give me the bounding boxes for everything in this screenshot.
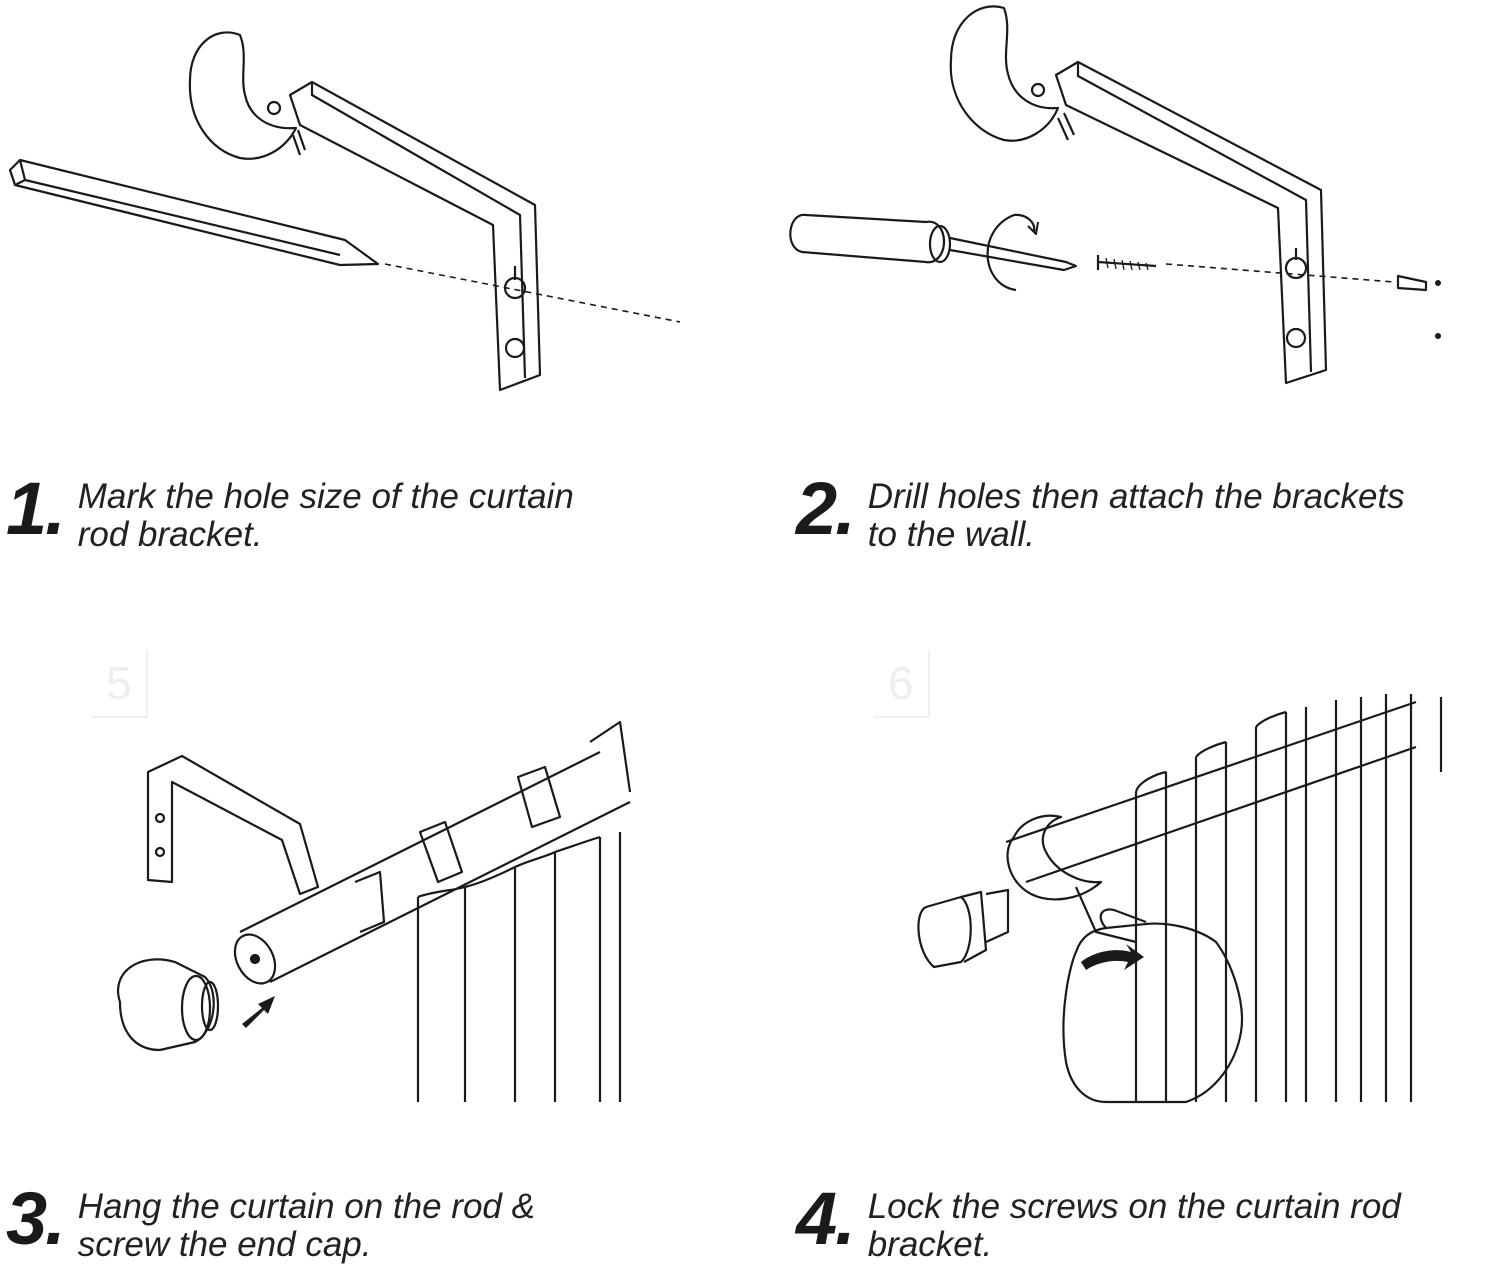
curtain-panel (416, 832, 622, 1102)
rod-end (233, 933, 277, 985)
step-4-caption: 4. Lock the screws on the curtain rod br… (796, 1182, 1401, 1264)
ghost-label: 5 (92, 650, 148, 718)
panel-step-4: 6 4. Lock the screws on the curtain rod … (746, 632, 1492, 1264)
rotation-arrow (986, 213, 1036, 292)
drill-mark (1435, 280, 1441, 286)
curtain-rod (239, 751, 631, 983)
step-number: 2. (796, 467, 856, 550)
alignment-line (1165, 263, 1395, 283)
insert-arrow (242, 996, 275, 1028)
curtain-tab (418, 820, 464, 884)
rotate-arrow-icon (1081, 944, 1144, 970)
bracket-arm (1054, 60, 1328, 385)
step-text: Hang the curtain on the rod & screw the … (77, 1187, 535, 1264)
step-2-caption: 2. Drill holes then attach the brackets … (796, 472, 1405, 554)
illustration-lock-screws (917, 694, 1443, 1104)
curtain-rod (1005, 700, 1417, 884)
illustration-attach-bracket (789, 5, 1441, 385)
step-text: Drill holes then attach the brackets to … (867, 477, 1405, 554)
pencil-icon (8, 158, 380, 267)
panel-step-2: 2. Drill holes then attach the brackets … (746, 0, 1492, 632)
end-cap-icon (117, 958, 215, 1052)
step-number: 1. (6, 467, 66, 550)
panel-step-3: 5 3. Hang the curtain on the rod & (0, 632, 746, 1264)
illustration-mark-bracket (8, 31, 681, 392)
curtain-panel (1134, 694, 1443, 1102)
ghost-label: 6 (874, 650, 930, 718)
screw-hole (504, 337, 526, 359)
bracket-arm (288, 80, 542, 392)
bracket-hook (188, 31, 298, 160)
step-1-caption: 1. Mark the hole size of the curtain rod… (6, 472, 574, 554)
illustration-hang-curtain (117, 720, 632, 1102)
bracket-hook (949, 5, 1060, 142)
panel-step-1: 1. Mark the hole size of the curtain rod… (0, 0, 746, 632)
alignment-line (384, 263, 681, 323)
screw-hole (1285, 327, 1307, 349)
curtain-tab (516, 765, 562, 829)
step-number: 3. (6, 1177, 66, 1260)
wall-anchor-icon (1396, 274, 1428, 292)
step-3-caption: 3. Hang the curtain on the rod & screw t… (6, 1182, 535, 1264)
bracket (146, 754, 320, 896)
bracket-hook (1006, 814, 1103, 901)
finial-icon (917, 895, 972, 969)
step-text: Mark the hole size of the curtain rod br… (77, 477, 574, 554)
step-text: Lock the screws on the curtain rod brack… (867, 1187, 1401, 1264)
drill-mark (1435, 333, 1441, 339)
screwdriver-handle (789, 213, 946, 264)
screwdriver-shaft (949, 236, 1078, 272)
step-number: 4. (796, 1177, 856, 1260)
hand-icon (1062, 922, 1244, 1104)
